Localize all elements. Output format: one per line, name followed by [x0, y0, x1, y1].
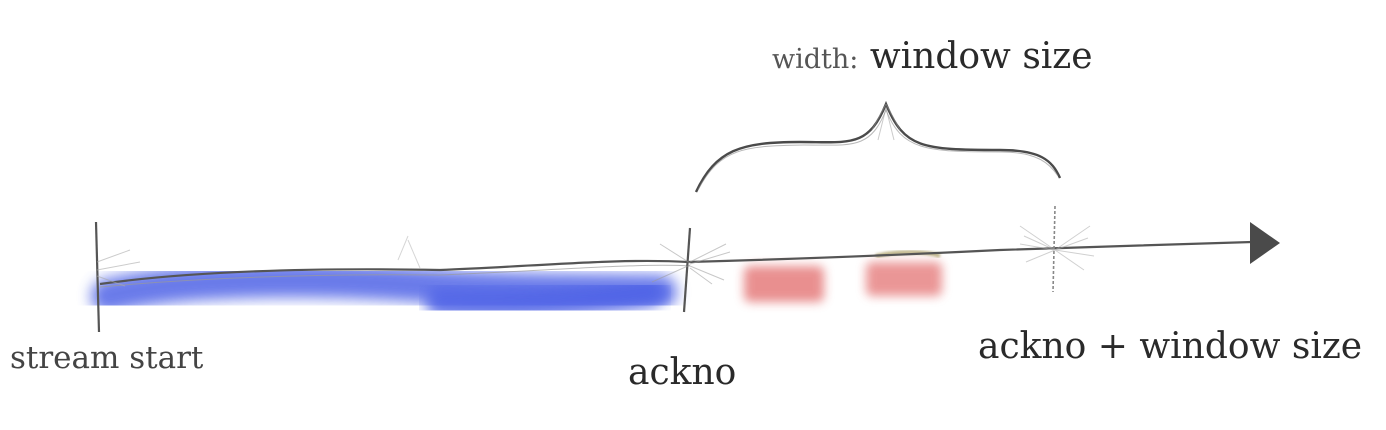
tick-window-end [1019, 205, 1095, 293]
tick-ackno [651, 227, 731, 313]
width-value: window size [869, 36, 1093, 77]
stream-start-label: stream start [10, 340, 204, 376]
window-end-label: ackno + window size [978, 326, 1363, 367]
window-brace [694, 100, 1062, 193]
width-prefix: width: [772, 44, 859, 75]
in-window-segment [744, 266, 824, 302]
in-window-segment [866, 262, 942, 296]
axis-arrowhead [1250, 222, 1280, 264]
tick-stream-start [94, 221, 141, 333]
tick-mid [397, 235, 421, 269]
acknowledged-region [91, 263, 677, 319]
ackno-label: ackno [628, 352, 737, 393]
window-width-label: width: window size [772, 36, 1093, 77]
